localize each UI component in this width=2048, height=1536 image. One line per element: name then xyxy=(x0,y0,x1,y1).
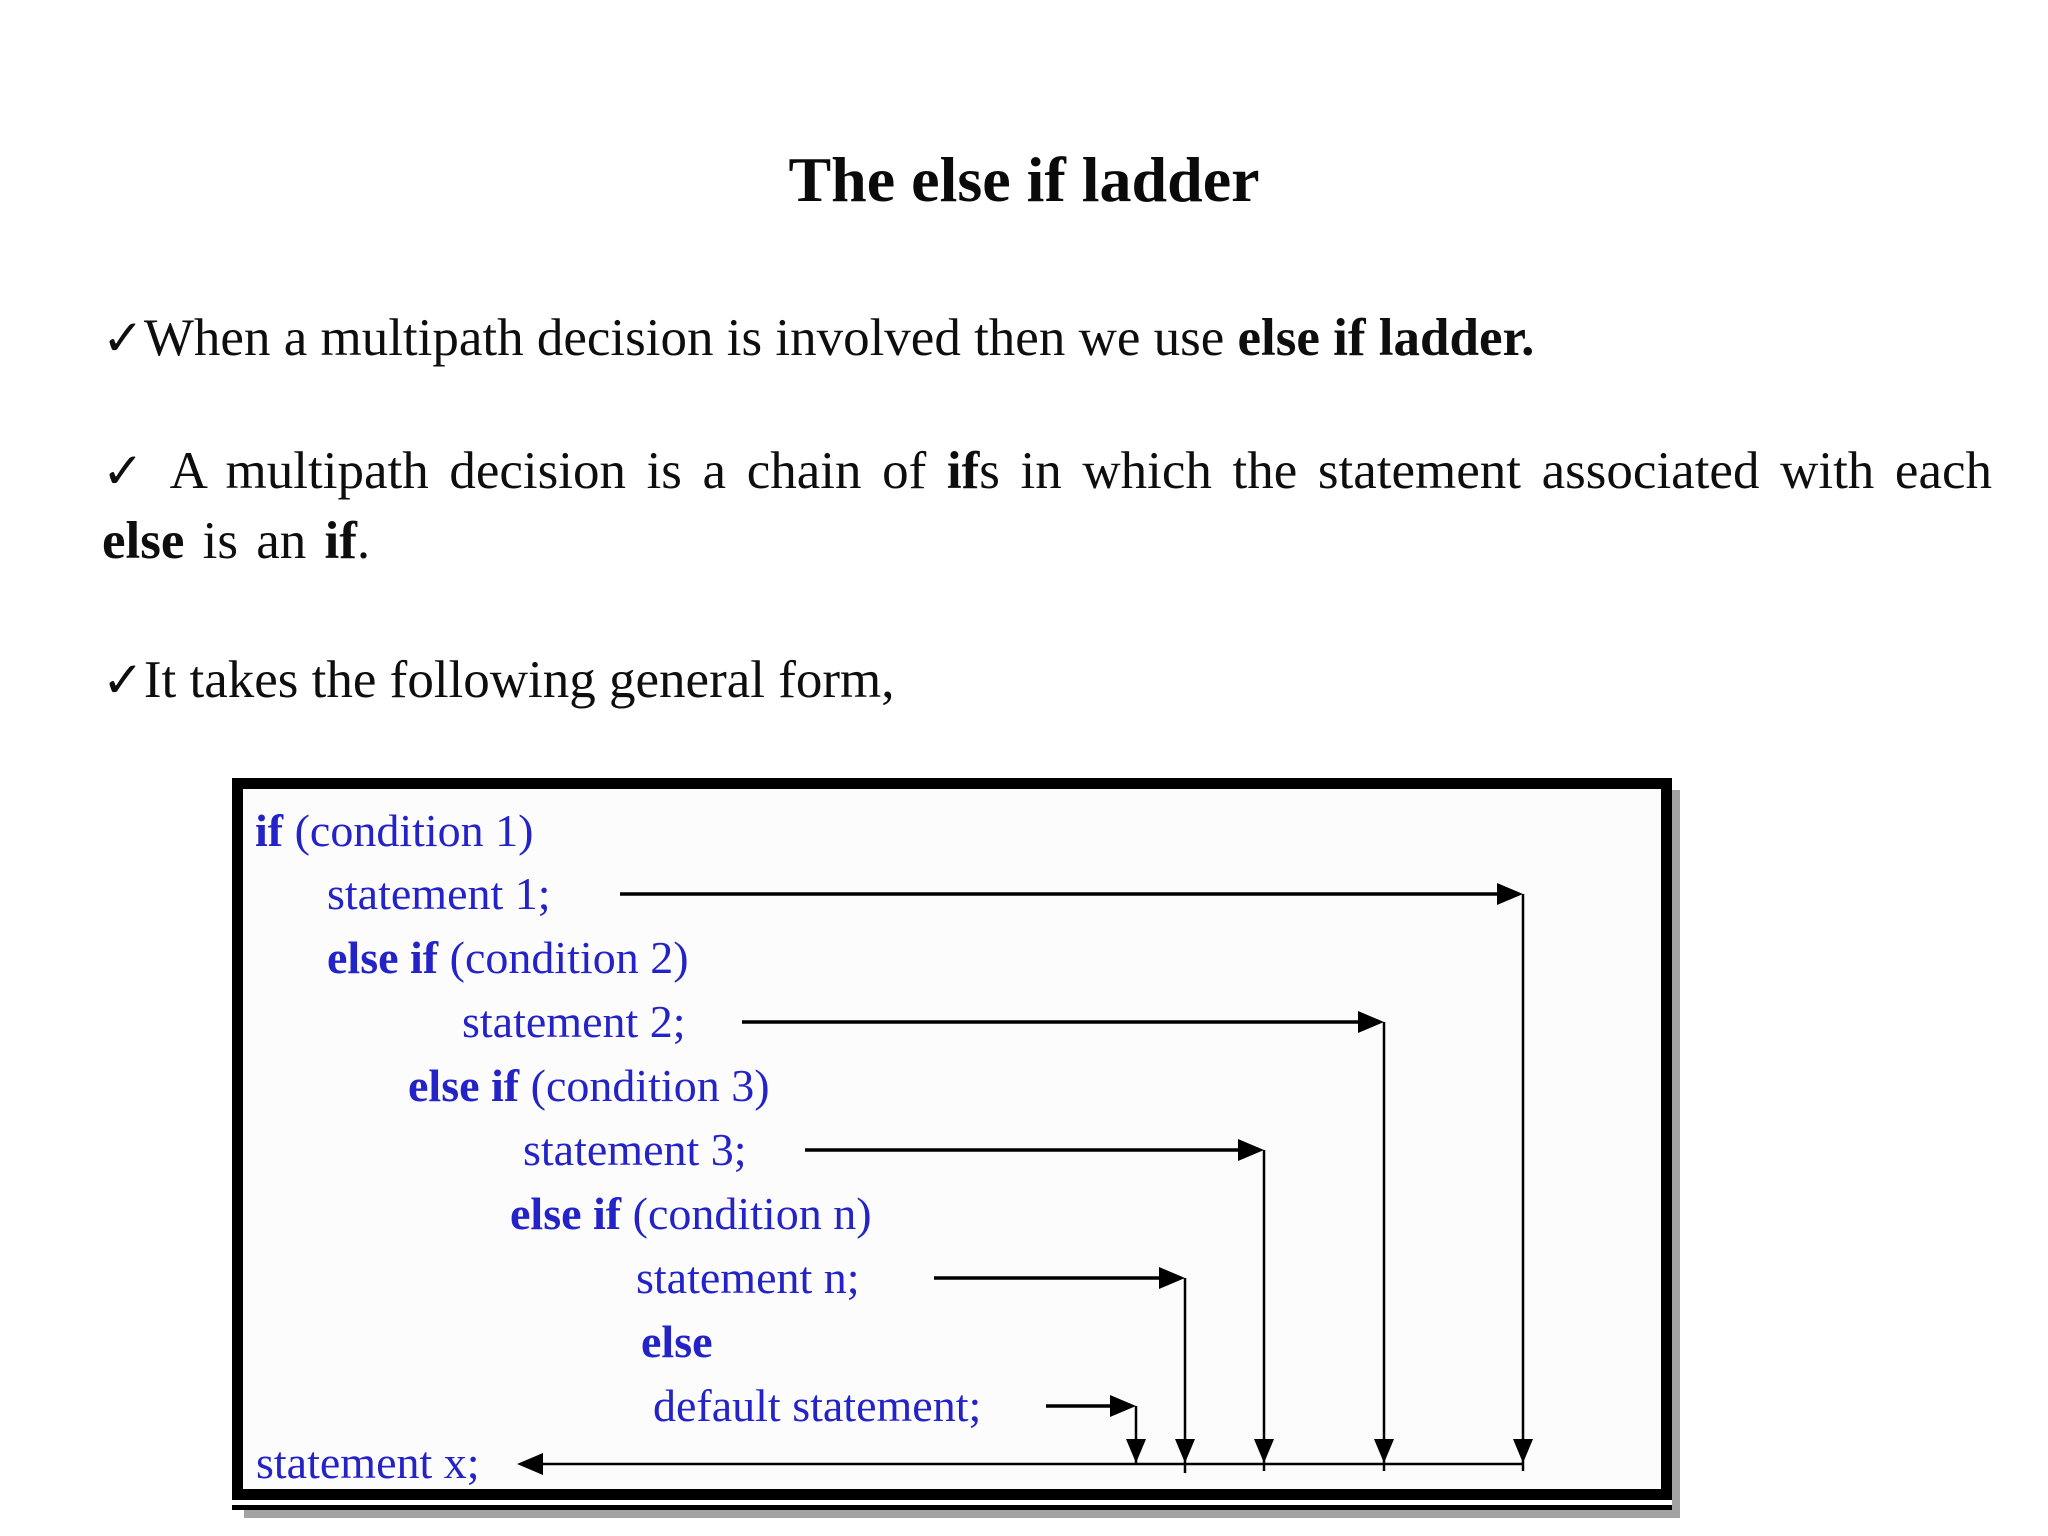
code-line-default-statement: default statement; xyxy=(653,1380,981,1431)
flow-vertical-lines xyxy=(1134,894,1525,1473)
bullet-text-bold: else if ladder. xyxy=(1237,309,1535,367)
bullet-text: . xyxy=(356,512,371,570)
page-title: The else if ladder xyxy=(788,144,1260,215)
flow-arrow-statement-n xyxy=(934,1267,1185,1289)
flow-arrow-statement-x xyxy=(517,1453,1523,1475)
flow-down-arrowheads xyxy=(1126,1439,1533,1463)
bullet-text-bold: if xyxy=(946,442,980,500)
bullet-text: s in which the statement associated with… xyxy=(979,442,1993,500)
flow-arrow-statement-3 xyxy=(805,1139,1264,1161)
code-line-else: else xyxy=(641,1316,713,1367)
checkmark-icon: ✓ xyxy=(102,442,170,500)
bullet-general-form: ✓It takes the following general form, xyxy=(102,645,1992,715)
diagram-frame: if (condition 1) statement 1; else if (c… xyxy=(232,778,1672,1500)
bullet-text-bold: if xyxy=(324,512,357,570)
bullet-chain-of-ifs: ✓ A multipath decision is a chain of ifs… xyxy=(102,436,1992,576)
bullet-when-multipath: ✓When a multipath decision is involved t… xyxy=(102,303,1992,373)
bullet-text: It takes the following general form, xyxy=(143,651,895,709)
code-line-statement-2: statement 2; xyxy=(462,996,686,1047)
checkmark-icon: ✓ xyxy=(102,309,144,367)
code-line-else-if-condition-3: else if (condition 3) xyxy=(408,1060,770,1111)
flow-arrow-statement-1 xyxy=(620,883,1523,905)
bullet-text: is an xyxy=(184,512,325,570)
flow-arrow-statement-2 xyxy=(742,1011,1384,1033)
code-line-statement-3: statement 3; xyxy=(523,1124,747,1175)
code-line-if-condition-1: if (condition 1) xyxy=(255,805,534,856)
bullet-text-bold: else xyxy=(102,512,185,570)
code-line-statement-1: statement 1; xyxy=(327,868,551,919)
flow-arrow-default-statement xyxy=(1046,1395,1136,1417)
else-if-ladder-diagram: if (condition 1) statement 1; else if (c… xyxy=(232,778,1672,1510)
code-line-else-if-condition-2: else if (condition 2) xyxy=(327,932,689,983)
diagram-canvas: if (condition 1) statement 1; else if (c… xyxy=(255,805,1533,1488)
code-line-else-if-condition-n: else if (condition n) xyxy=(510,1188,872,1239)
code-line-statement-x: statement x; xyxy=(256,1437,480,1488)
bullet-text: When a multipath decision is involved th… xyxy=(143,309,1238,367)
code-line-statement-n: statement n; xyxy=(636,1252,860,1303)
bullet-text: A multipath decision is a chain of xyxy=(169,442,947,500)
checkmark-icon: ✓ xyxy=(102,651,144,709)
